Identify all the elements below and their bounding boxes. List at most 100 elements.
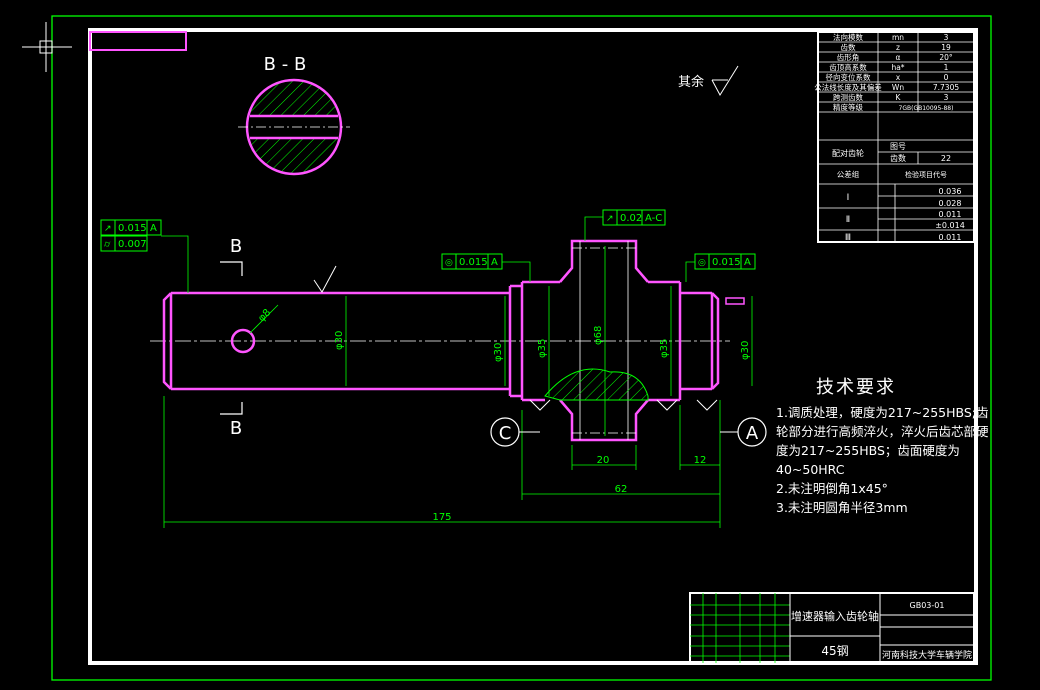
gear-param-label: 齿顶高系数 <box>829 62 867 72</box>
svg-text:图号: 图号 <box>890 142 906 151</box>
svg-text:±0.014: ±0.014 <box>935 221 965 230</box>
svg-text:0.015: 0.015 <box>459 257 488 268</box>
inner-border <box>88 28 978 665</box>
gear-param-value: 19 <box>941 43 951 52</box>
technical-requirements: 技术要求 1.调质处理，硬度为217~255HBS;齿轮部分进行高频淬火，淬火后… <box>776 378 996 517</box>
svg-text:φ68: φ68 <box>593 326 604 345</box>
length-dimensions: 175 62 20 12 <box>432 455 706 523</box>
svg-text:Ⅱ: Ⅱ <box>846 215 850 225</box>
gear-param-label: 径向变位系数 <box>826 72 871 82</box>
cut-markers <box>220 261 243 415</box>
outer-border <box>51 15 992 681</box>
gear-param-label: 齿数 <box>841 42 856 52</box>
svg-text:↗: ↗ <box>606 214 614 224</box>
svg-text:0.015: 0.015 <box>712 257 741 268</box>
svg-text:0.036: 0.036 <box>939 187 962 196</box>
tech-req-item-2: 2.未注明倒角1x45° <box>776 481 888 496</box>
svg-text:A: A <box>150 223 157 234</box>
svg-text:A-C: A-C <box>645 213 662 224</box>
svg-text:φ30: φ30 <box>740 341 751 360</box>
gear-param-label: 公法线长度及其偏差 <box>814 82 882 92</box>
partial-section-hatch <box>544 368 649 401</box>
diameter-dimensions: φ30 φ30 φ35 φ68 φ35 φ30 <box>334 326 751 362</box>
svg-text:φ30: φ30 <box>493 343 504 362</box>
svg-text:φ35: φ35 <box>659 339 670 358</box>
svg-text:公差组: 公差组 <box>837 169 860 179</box>
svg-text:◎: ◎ <box>445 258 453 268</box>
svg-text:0.02: 0.02 <box>620 213 642 224</box>
top-left-label-box <box>89 31 187 51</box>
svg-text:配对齿轮: 配对齿轮 <box>832 148 864 158</box>
svg-text:0.015: 0.015 <box>118 223 147 234</box>
svg-text:62: 62 <box>615 484 628 495</box>
svg-text:20: 20 <box>597 455 610 466</box>
svg-text:Ⅲ: Ⅲ <box>845 233 851 243</box>
cut-label-bottom: B <box>230 418 242 439</box>
gear-param-symbol: Wn <box>892 83 904 92</box>
svg-text:A: A <box>744 257 751 268</box>
svg-text:↗: ↗ <box>104 224 112 234</box>
school-name: 河南科技大学车辆学院 <box>882 649 972 661</box>
gear-param-label: 法向模数 <box>833 32 863 42</box>
svg-text:Ⅰ: Ⅰ <box>847 193 850 203</box>
svg-text:0.011: 0.011 <box>939 210 962 219</box>
gear-param-symbol: α <box>896 53 901 62</box>
gear-param-value: 1 <box>944 63 949 72</box>
datum-a: A <box>720 417 767 447</box>
gear-pitch-lines <box>572 241 636 440</box>
roughness-symbol-icon <box>711 65 739 97</box>
svg-text:A: A <box>491 257 498 268</box>
svg-text:0.007: 0.007 <box>118 239 147 250</box>
gear-param-symbol: K <box>896 93 902 102</box>
datum-c: C <box>490 417 540 447</box>
length-dim-lines <box>163 396 721 528</box>
crosshair-cursor-icon <box>22 22 72 72</box>
gear-param-symbol: z <box>896 43 900 52</box>
gear-param-label: 跨测齿数 <box>833 92 863 102</box>
svg-text:A: A <box>746 423 759 444</box>
gear-param-label: 齿形角 <box>837 52 860 62</box>
cross-hole <box>230 328 256 354</box>
svg-text:0.028: 0.028 <box>939 199 962 208</box>
dim-hole-diameter: φ8 <box>256 307 273 324</box>
drawing-number: GB03-01 <box>910 601 945 610</box>
svg-text:0.011: 0.011 <box>939 233 962 242</box>
tech-req-title: 技术要求 <box>816 377 896 398</box>
tol-frame-top: ↗ 0.02 A-C <box>584 209 666 241</box>
gear-param-value: 0 <box>944 73 949 82</box>
section-label: B - B <box>264 54 307 75</box>
gear-param-value: 3 <box>944 93 949 102</box>
roughness-symbols <box>313 265 718 411</box>
gear-param-symbol: ha* <box>891 63 904 72</box>
tol-frame-left: ↗ 0.015 A ⌭ 0.007 <box>100 219 189 293</box>
svg-text:◎: ◎ <box>698 258 706 268</box>
tol-frame-right: ◎ 0.015 A <box>685 253 756 282</box>
svg-text:检验项目代号: 检验项目代号 <box>905 170 947 179</box>
svg-text:φ35: φ35 <box>537 339 548 358</box>
shaft-outline <box>162 239 720 442</box>
tol-frame-mid: ◎ 0.015 A <box>441 253 531 282</box>
svg-text:⌭: ⌭ <box>104 240 111 250</box>
gear-param-value: 20° <box>939 53 953 62</box>
svg-text:175: 175 <box>432 512 451 523</box>
part-name: 增速器输入齿轮轴 <box>791 609 879 623</box>
material: 45钢 <box>821 644 848 658</box>
other-surface-label: 其余 <box>678 74 704 90</box>
section-view-bb <box>238 78 350 176</box>
title-block: 增速器输入齿轮轴 45钢 GB03-01 河南科技大学车辆学院 <box>689 592 975 664</box>
keyway <box>725 297 745 305</box>
gear-param-value: 3 <box>944 33 949 42</box>
gear-param-symbol: x <box>896 73 901 82</box>
gear-param-value: 7GB(GB10095-88) <box>899 105 954 112</box>
tech-req-item-3: 3.未注明圆角半径3mm <box>776 500 908 515</box>
cut-label-top: B <box>230 236 242 257</box>
svg-text:22: 22 <box>941 154 951 163</box>
tech-req-item-1: 1.调质处理，硬度为217~255HBS;齿轮部分进行高频淬火，淬火后齿芯部硬度… <box>776 405 989 477</box>
gear-param-value: 7.7305 <box>933 83 959 92</box>
svg-text:C: C <box>499 423 512 444</box>
diameter-dim-lines <box>345 246 753 436</box>
gear-param-label: 精度等级 <box>833 102 863 112</box>
svg-text:φ30: φ30 <box>334 331 345 350</box>
